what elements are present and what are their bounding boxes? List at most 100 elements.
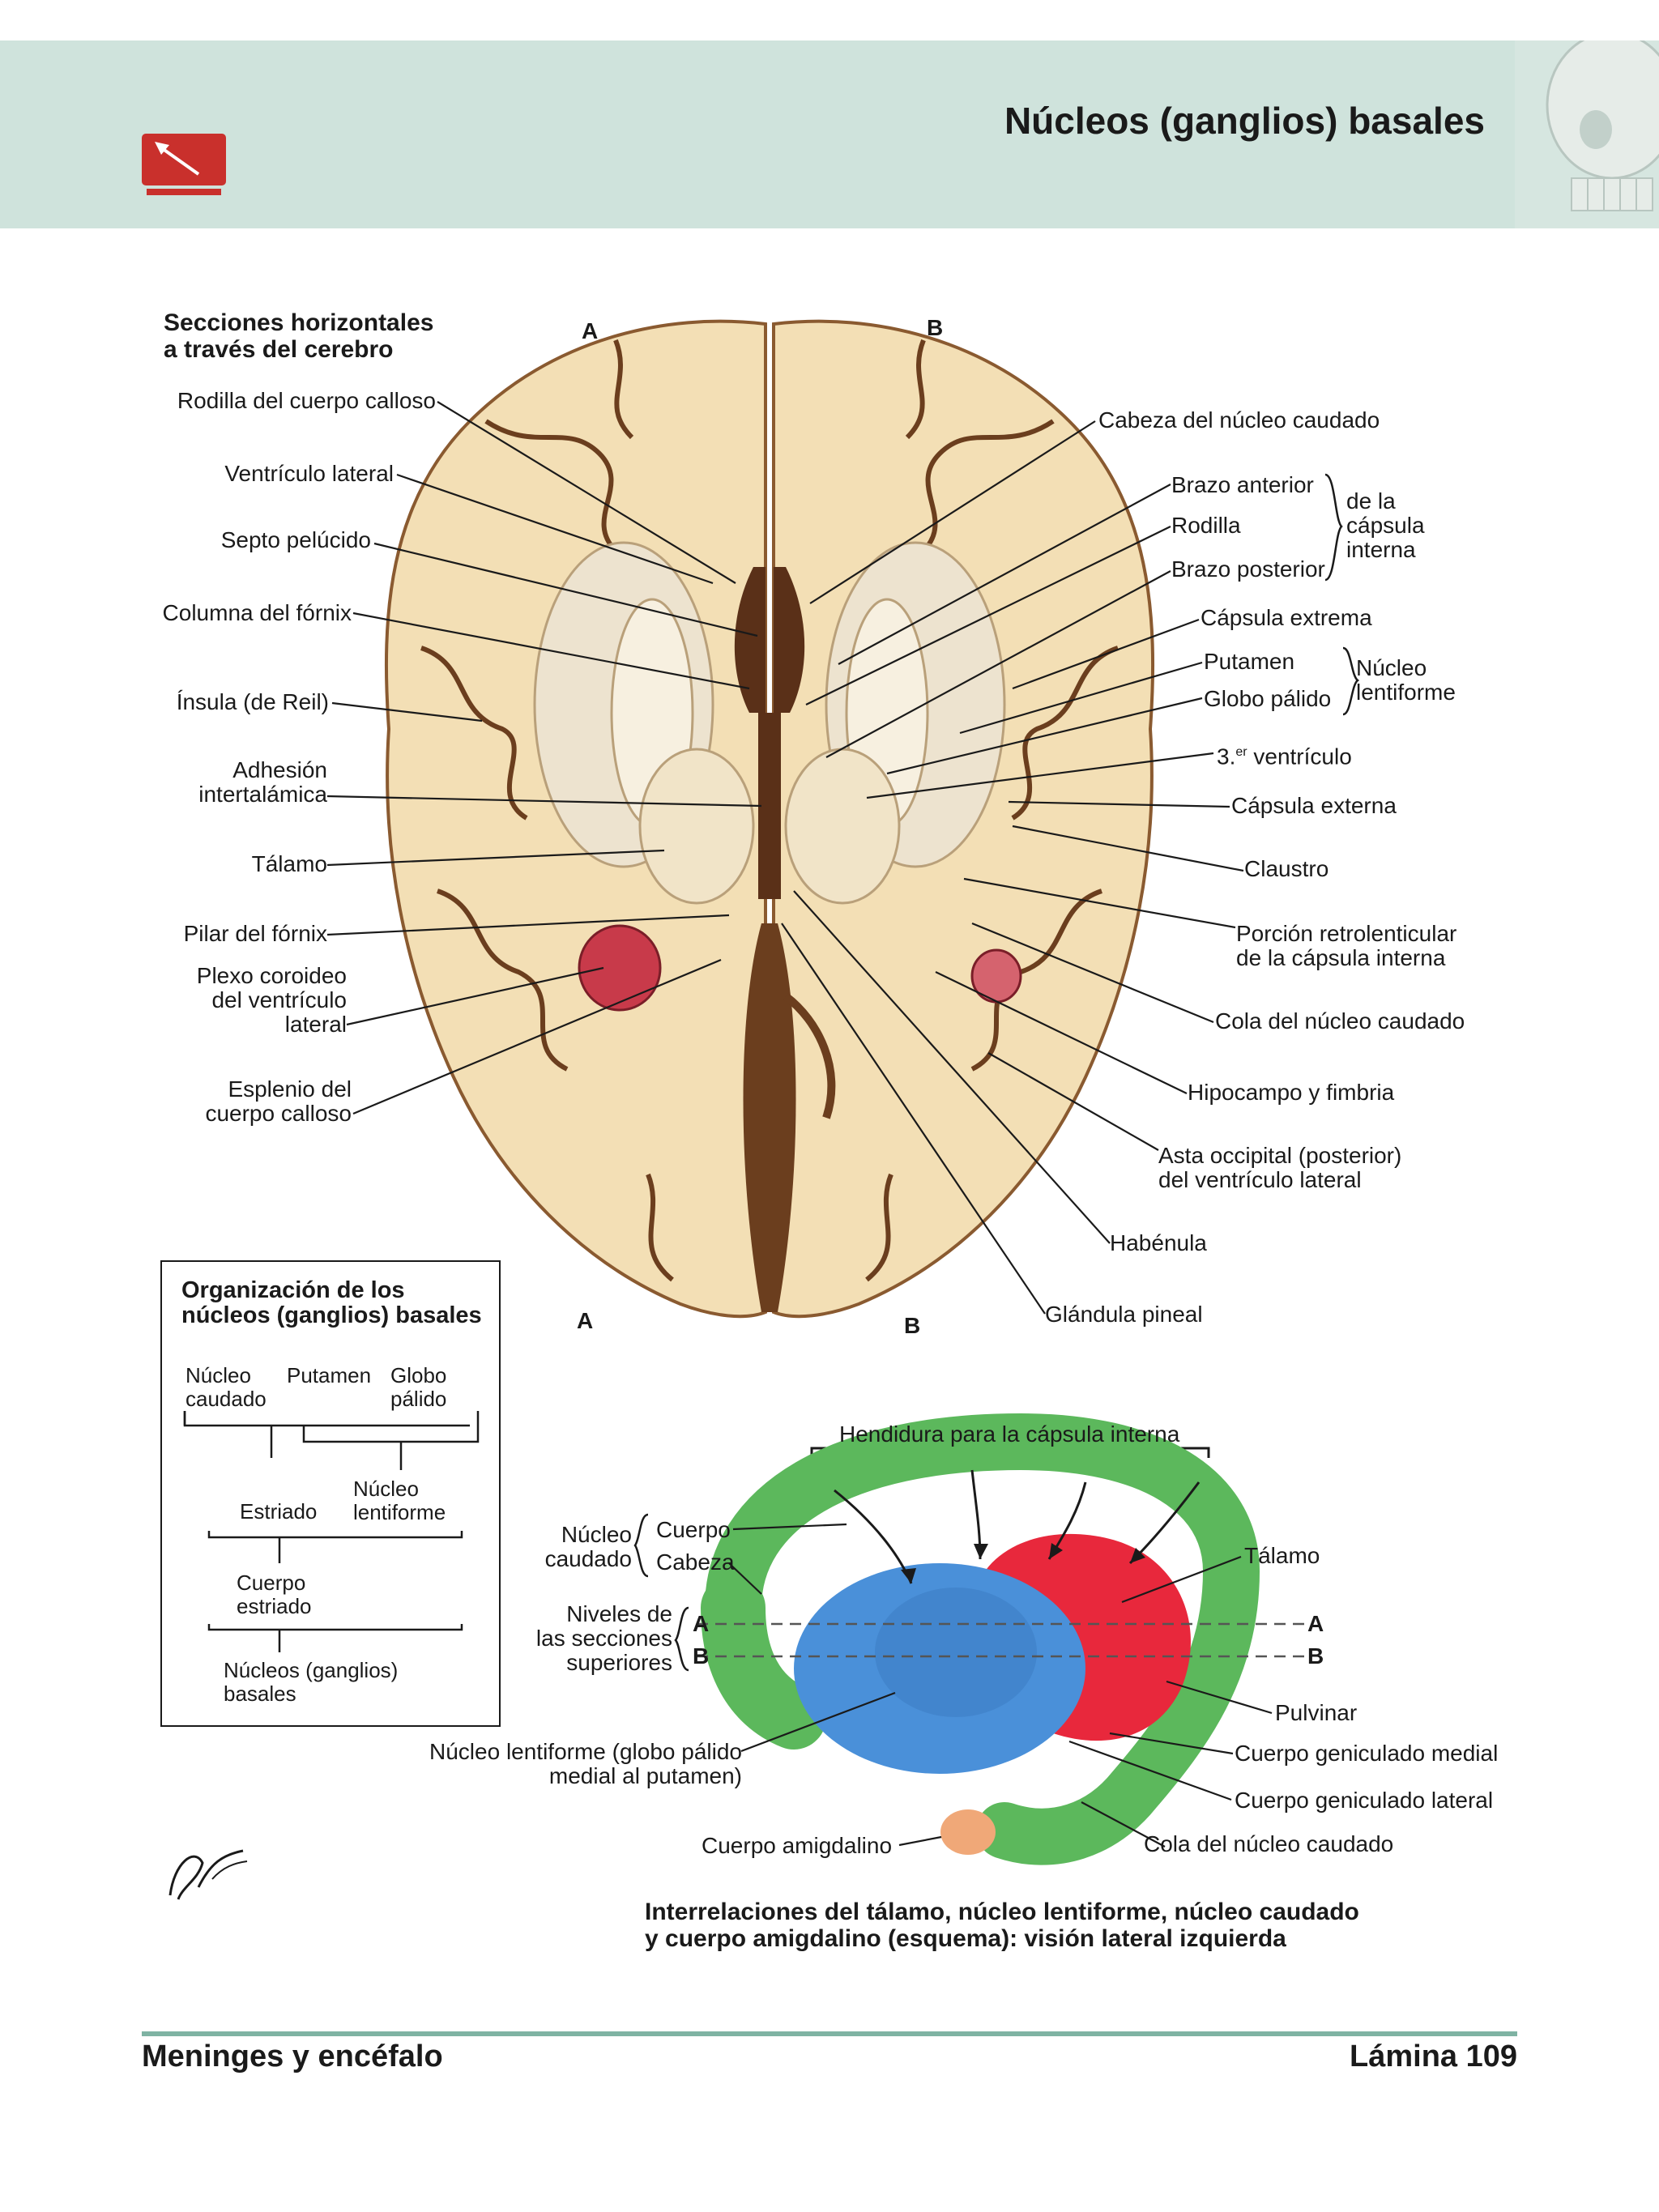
schema-cola-caudado: Cola del núcleo caudado: [1144, 1831, 1394, 1856]
label-putamen: Putamen: [1204, 649, 1295, 674]
section-heading-line1: Secciones horizontales: [164, 309, 434, 336]
org-lentiforme-line1: Núcleo: [353, 1477, 419, 1501]
schema-hendidura: Hendidura para la cápsula interna: [839, 1421, 1180, 1447]
label-lentiforme-line2: lentiforme: [1356, 680, 1456, 705]
label-capsula-group-line1: de la: [1346, 488, 1396, 514]
organization-title: Organización de los núcleos (ganglios) b…: [181, 1278, 482, 1328]
schema-nucleo-lentiforme: Núcleo lentiforme (globo pálido medial a…: [429, 1740, 742, 1788]
cut-marker-a-bottom: A: [577, 1308, 594, 1333]
skull-thumbnail: [1515, 40, 1659, 228]
label-plexo-line3: lateral: [284, 1012, 347, 1037]
org-nucleo-caudado-line1: Núcleo: [186, 1363, 251, 1387]
label-plexo-line1: Plexo coroideo: [196, 963, 347, 988]
org-globo-line2: pálido: [390, 1387, 447, 1411]
org-globo-line1: Globo: [390, 1363, 447, 1387]
schema-lentiforme-line1: Núcleo lentiforme (globo pálido: [429, 1739, 742, 1764]
label-porcion-retrolenticular: Porción retrolenticular de la cápsula in…: [1236, 922, 1456, 970]
brace-capsula-interna: [1324, 473, 1343, 582]
schema-cabeza: Cabeza: [656, 1549, 735, 1575]
label-retrolenticular-line2: de la cápsula interna: [1236, 945, 1446, 970]
left-leader-lines: [326, 401, 762, 1115]
label-glandula-pineal: Glándula pineal: [1045, 1302, 1203, 1327]
section-heading-line2: a través del cerebro: [164, 336, 394, 363]
label-plexo-line2: del ventrículo: [211, 987, 347, 1012]
organization-tree: [183, 1411, 480, 1652]
schema-level-b-left: B: [693, 1643, 710, 1669]
schema-pulvinar: Pulvinar: [1275, 1700, 1358, 1725]
label-habenula: Habénula: [1110, 1230, 1207, 1255]
label-ventriculo-lateral: Ventrículo lateral: [224, 461, 394, 486]
label-brazo-anterior: Brazo anterior: [1171, 472, 1314, 497]
schema-niveles-line1: Niveles de: [566, 1601, 672, 1626]
organization-title-line1: Organización de los: [181, 1277, 405, 1303]
schema-lentiforme-line2: medial al putamen): [548, 1763, 742, 1788]
organization-title-line2: núcleos (ganglios) basales: [181, 1302, 482, 1328]
organization-box: [160, 1260, 501, 1727]
footer-section-title: Meninges y encéfalo: [142, 2039, 443, 2073]
org-nucleo-lentiforme: Núcleo lentiforme: [353, 1477, 446, 1524]
figure-caption: Interrelaciones del tálamo, núcleo lenti…: [645, 1899, 1359, 1952]
label-capsula-externa: Cápsula externa: [1231, 793, 1397, 818]
label-rodilla-cuerpo-calloso: Rodilla del cuerpo calloso: [177, 388, 436, 413]
schema-niveles: Niveles de las secciones superiores: [536, 1602, 672, 1675]
basal-ganglia-schema: [633, 1413, 1304, 1865]
artist-signature: [168, 1849, 248, 1900]
org-lentiforme-line2: lentiforme: [353, 1500, 446, 1524]
org-cuerpo-line1: Cuerpo: [237, 1571, 306, 1595]
label-globo-palido: Globo pálido: [1204, 686, 1332, 711]
schema-level-a-right: A: [1307, 1611, 1324, 1636]
label-brazo-posterior: Brazo posterior: [1171, 556, 1325, 582]
label-capsula-group-line2: cápsula: [1346, 513, 1425, 538]
schema-cuerpo-amigdalino: Cuerpo amigdalino: [702, 1833, 893, 1858]
label-asta-line1: Asta occipital (posterior): [1158, 1143, 1402, 1168]
right-leader-lines: [781, 420, 1244, 1315]
label-cabeza-nucleo-caudado: Cabeza del núcleo caudado: [1098, 407, 1380, 433]
schema-niveles-line3: superiores: [566, 1650, 672, 1675]
org-nucleo-caudado: Núcleo caudado: [186, 1364, 267, 1411]
label-adhesion-intertalamica: Adhesión intertalámica: [198, 758, 327, 807]
cut-marker-b-bottom: B: [904, 1313, 921, 1338]
schema-level-a-left: A: [693, 1611, 710, 1636]
cut-marker-a-top: A: [582, 318, 599, 343]
label-capsula-extrema: Cápsula extrema: [1201, 605, 1372, 630]
schema-geniculado-lateral: Cuerpo geniculado lateral: [1235, 1788, 1494, 1813]
schema-niveles-line2: las secciones: [535, 1626, 672, 1651]
cursor-arrow-icon: [155, 142, 200, 176]
label-adhesion-line2: intertalámica: [198, 782, 327, 807]
footer-rule: [142, 2031, 1517, 2036]
org-estriado: Estriado: [240, 1499, 318, 1524]
schema-talamo: Tálamo: [1244, 1543, 1320, 1568]
label-plexo-coroideo: Plexo coroideo del ventrículo lateral: [197, 964, 347, 1037]
label-nucleo-lentiforme-group: Núcleo lentiforme: [1356, 656, 1456, 705]
schema-nucleo-caudado-line2: caudado: [544, 1546, 632, 1571]
schema-geniculado-medial: Cuerpo geniculado medial: [1235, 1741, 1499, 1766]
label-asta-line2: del ventrículo lateral: [1158, 1167, 1362, 1192]
monitor-stand: [147, 189, 221, 195]
footer-plate-number: Lámina 109: [1350, 2039, 1517, 2073]
label-tercer-ventriculo-text: ventrículo: [1247, 744, 1352, 769]
monitor-icon[interactable]: [142, 134, 226, 195]
label-retrolenticular-line1: Porción retrolenticular: [1236, 921, 1457, 946]
label-tercer-ventriculo: 3.er ventrículo: [1217, 740, 1352, 769]
org-putamen: Putamen: [287, 1363, 372, 1387]
label-esplenio-line1: Esplenio del: [228, 1076, 352, 1102]
cut-marker-b-top: B: [927, 315, 944, 340]
label-adhesion-line1: Adhesión: [232, 757, 327, 782]
label-tercer-ventriculo-sup: er: [1235, 745, 1247, 759]
page-header: [0, 40, 1659, 228]
label-cola-nucleo-caudado: Cola del núcleo caudado: [1215, 1008, 1465, 1034]
label-claustro: Claustro: [1244, 856, 1329, 881]
figure-caption-line2: y cuerpo amigdalino (esquema): visión la…: [645, 1925, 1286, 1952]
page-title: Núcleos (ganglios) basales: [1004, 100, 1485, 142]
label-hipocampo-fimbria: Hipocampo y fimbria: [1188, 1080, 1395, 1105]
brace-lentiforme: [1342, 646, 1360, 716]
org-cuerpo-line2: estriado: [237, 1594, 312, 1618]
label-rodilla: Rodilla: [1171, 513, 1241, 538]
label-pilar-fornix: Pilar del fórnix: [183, 921, 327, 946]
org-cuerpo-estriado: Cuerpo estriado: [237, 1571, 312, 1618]
section-heading: Secciones horizontales a través del cere…: [164, 309, 433, 363]
label-insula: Ínsula (de Reil): [176, 689, 329, 714]
label-capsula-interna-group: de la cápsula interna: [1346, 489, 1425, 562]
org-nucleos-line1: Núcleos (ganglios): [224, 1658, 399, 1682]
